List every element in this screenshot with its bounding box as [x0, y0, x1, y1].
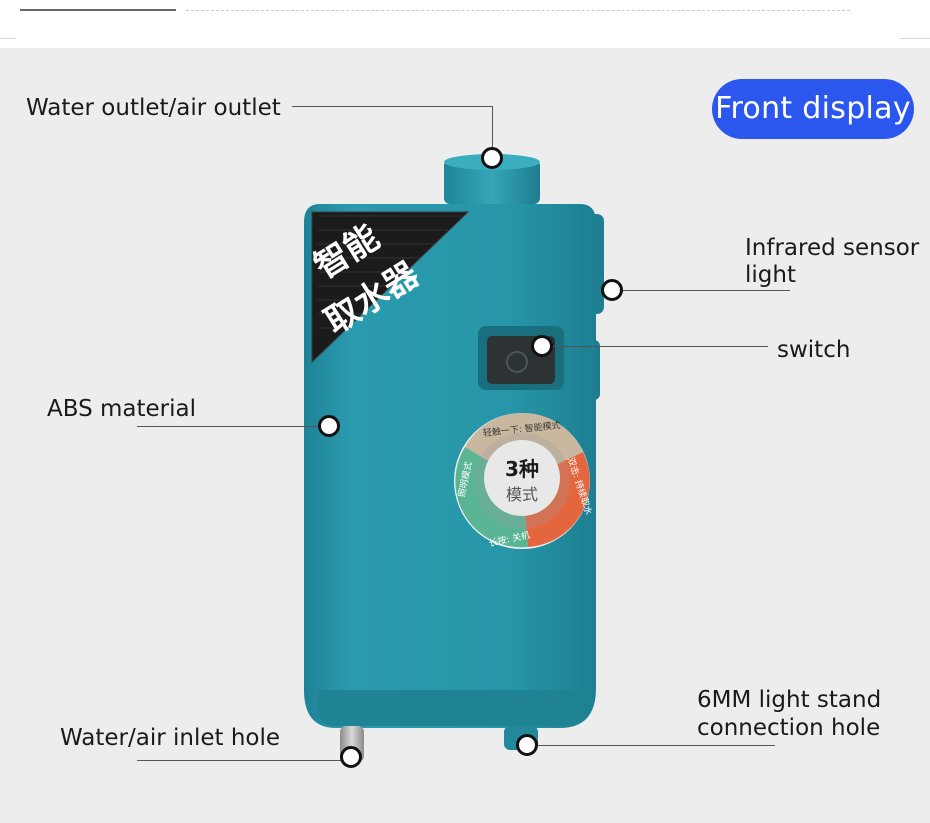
leader-material	[137, 426, 329, 427]
leader-inlet	[137, 760, 351, 761]
label-stand-hole-line2: connection hole	[697, 715, 881, 741]
marker-stand	[516, 734, 538, 756]
top-divider-band	[0, 0, 930, 48]
dial-center	[484, 440, 560, 516]
top-nozzle	[444, 160, 540, 204]
marker-outlet	[481, 147, 503, 169]
power-icon	[506, 351, 528, 373]
leader-switch	[542, 346, 768, 347]
marker-switch	[531, 335, 553, 357]
marker-inlet	[340, 746, 362, 768]
label-infrared-sensor-line1: Infrared sensor	[745, 235, 920, 261]
divider-corner-left	[0, 38, 16, 39]
divider-dashed	[186, 10, 850, 11]
dial-center-line1: 3种	[505, 457, 539, 481]
label-stand-hole-line1: 6MM light stand	[697, 687, 882, 713]
front-display-badge: Front display	[712, 79, 914, 139]
leader-outlet-h	[292, 106, 492, 107]
label-water-outlet: Water outlet/air outlet	[26, 95, 281, 121]
leader-sensor	[612, 290, 790, 291]
label-abs-material: ABS material	[47, 396, 197, 422]
label-infrared-sensor-line2: light	[745, 262, 796, 288]
divider-corner-right	[900, 38, 930, 39]
label-inlet-hole: Water/air inlet hole	[60, 725, 281, 751]
marker-material	[318, 415, 340, 437]
body-bottom-shade	[318, 690, 584, 726]
leader-outlet-v	[492, 106, 493, 150]
dial-center-line2: 模式	[506, 485, 538, 504]
divider-solid	[20, 9, 176, 11]
label-switch: switch	[777, 337, 851, 363]
marker-sensor	[601, 279, 623, 301]
leader-stand	[527, 745, 775, 746]
